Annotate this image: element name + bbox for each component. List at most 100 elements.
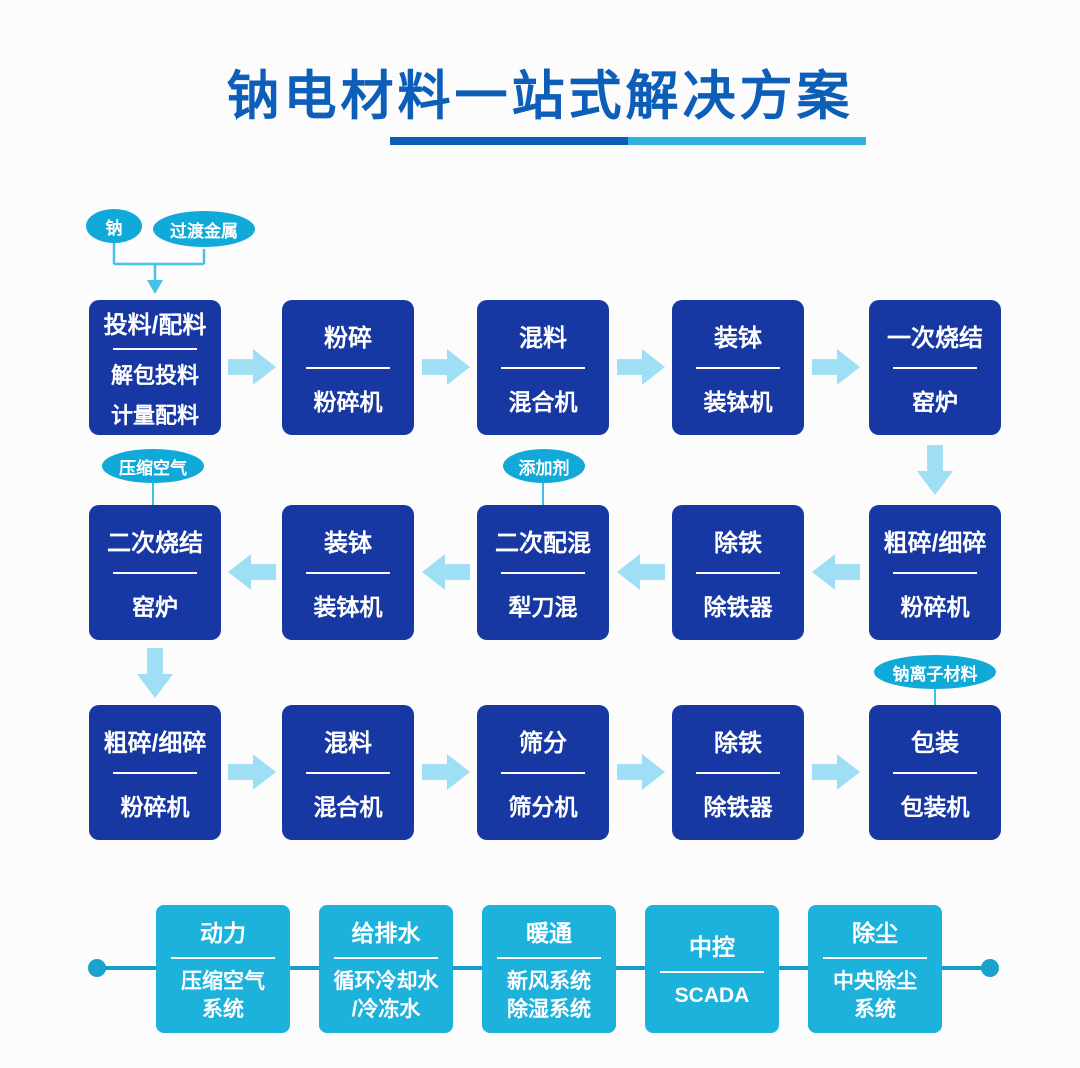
subtitle-line: /冷冻水: [351, 998, 421, 1021]
flow-arrow-right: [228, 349, 276, 385]
utility-box-power: 动力 压缩空气 系统: [156, 905, 290, 1033]
source-bubble-sodium: 钠: [86, 209, 142, 243]
box-divider: [696, 572, 780, 574]
process-box-crushing: 粉碎 粉碎机: [282, 300, 414, 435]
box-subtitle: 窑炉: [132, 594, 178, 620]
box-divider: [334, 956, 438, 959]
flow-arrow-right: [422, 754, 470, 790]
box-divider: [306, 367, 390, 369]
box-subtitle: 除铁器: [703, 794, 773, 820]
subtitle-line: 压缩空气: [181, 969, 265, 993]
box-divider: [113, 572, 197, 574]
box-subtitle: 混合机: [508, 389, 578, 415]
flow-arrow-right: [812, 349, 860, 385]
source-connector-lines: [112, 243, 206, 294]
box-title: 一次烧结: [887, 325, 983, 352]
box-divider: [113, 348, 197, 350]
box-divider: [893, 367, 977, 369]
process-box-iron-removal-2: 除铁 除铁器: [672, 705, 804, 840]
process-box-feeding-dosing: 投料/配料 解包投料 计量配料: [89, 300, 221, 435]
box-subtitle: 装钵机: [313, 594, 383, 620]
annotation-bubble-additive: 添加剂: [503, 449, 585, 483]
box-title: 二次烧结: [107, 530, 203, 557]
box-title: 投料/配料: [103, 312, 207, 339]
box-subtitle: 解包投料: [110, 363, 199, 388]
bubble-tail: [934, 689, 936, 705]
process-box-screening: 筛分 筛分机: [477, 705, 609, 840]
box-divider: [823, 956, 927, 959]
process-box-mixing: 混料 混合机: [477, 300, 609, 435]
box-subtitle: 混合机: [313, 794, 383, 820]
box-title: 除尘: [852, 919, 898, 946]
flow-arrow-left: [812, 554, 860, 590]
flow-arrow-left: [617, 554, 665, 590]
process-box-coarse-fine-crushing: 粗碎/细碎 粉碎机: [869, 505, 1001, 640]
box-subtitle: 新风系统 除湿系统: [507, 968, 591, 1025]
subtitle-line: 系统: [202, 998, 244, 1021]
title-underline: [390, 137, 866, 145]
utility-box-hvac: 暖通 新风系统 除湿系统: [482, 905, 616, 1033]
box-title: 包装: [911, 730, 959, 757]
box-title: 混料: [324, 730, 372, 757]
annotation-bubble-compressed-air: 压缩空气: [102, 449, 204, 483]
process-box-mixing-2: 混料 混合机: [282, 705, 414, 840]
box-title: 粗碎/细碎: [103, 730, 207, 757]
box-subtitle: 计量配料: [110, 403, 199, 428]
box-title: 筛分: [519, 730, 567, 757]
box-divider: [306, 772, 390, 774]
page-title: 钠电材料一站式解决方案: [226, 67, 854, 126]
box-title: 装钵: [714, 325, 762, 352]
box-divider: [696, 367, 780, 369]
process-box-iron-removal: 除铁 除铁器: [672, 505, 804, 640]
box-title: 给排水: [351, 919, 421, 946]
box-divider: [660, 970, 764, 973]
flow-arrow-right: [812, 754, 860, 790]
box-title: 装钵: [324, 530, 372, 557]
process-box-secondary-sintering: 二次烧结 窑炉: [89, 505, 221, 640]
process-box-secondary-mixing: 二次配混 犁刀混: [477, 505, 609, 640]
flow-arrow-left: [422, 554, 470, 590]
box-subtitle: 筛分机: [508, 794, 578, 820]
utility-box-water-supply-drainage: 给排水 循环冷却水 /冷冻水: [319, 905, 453, 1033]
box-divider: [501, 572, 585, 574]
box-subtitle: 循环冷却水 /冷冻水: [334, 968, 439, 1025]
subtitle-line: 循环冷却水: [333, 969, 439, 993]
box-divider: [501, 367, 585, 369]
process-box-primary-sintering: 一次烧结 窑炉: [869, 300, 1001, 435]
box-title: 动力: [200, 919, 246, 946]
box-divider: [306, 572, 390, 574]
bubble-tail: [542, 483, 544, 505]
box-title: 粉碎: [324, 325, 372, 352]
subtitle-line: 中央除尘: [833, 969, 917, 993]
box-divider: [696, 772, 780, 774]
flow-arrow-down: [917, 445, 953, 495]
box-title: 除铁: [714, 530, 762, 557]
process-box-packing: 包装 包装机: [869, 705, 1001, 840]
box-subtitle: 包装机: [900, 794, 970, 820]
box-subtitle: 窑炉: [912, 389, 958, 415]
box-divider: [497, 956, 601, 959]
subtitle-line: 新风系统: [507, 969, 591, 993]
flow-arrow-right: [228, 754, 276, 790]
box-divider: [113, 772, 197, 774]
box-subtitle: 粉碎机: [900, 594, 970, 620]
subtitle-line: 系统: [854, 998, 896, 1021]
box-subtitle: 犁刀混: [508, 594, 578, 620]
utility-box-central-control: 中控 SCADA: [645, 905, 779, 1033]
box-divider: [501, 772, 585, 774]
box-subtitle: 压缩空气 系统: [181, 968, 265, 1025]
box-title: 除铁: [714, 730, 762, 757]
box-subtitle: 除铁器: [703, 594, 773, 620]
flow-arrow-left: [228, 554, 276, 590]
box-title: 二次配混: [495, 530, 591, 557]
box-title: 混料: [519, 325, 567, 352]
box-title: 中控: [689, 933, 735, 960]
source-bubble-transition-metal: 过渡金属: [153, 211, 255, 247]
utility-line-dot-right: [981, 959, 999, 977]
flow-arrow-down: [137, 648, 173, 698]
process-box-coarse-fine-crushing-2: 粗碎/细碎 粉碎机: [89, 705, 221, 840]
process-box-sagger-loading: 装钵 装钵机: [672, 300, 804, 435]
process-box-sagger-loading-2: 装钵 装钵机: [282, 505, 414, 640]
bubble-tail: [152, 483, 154, 505]
